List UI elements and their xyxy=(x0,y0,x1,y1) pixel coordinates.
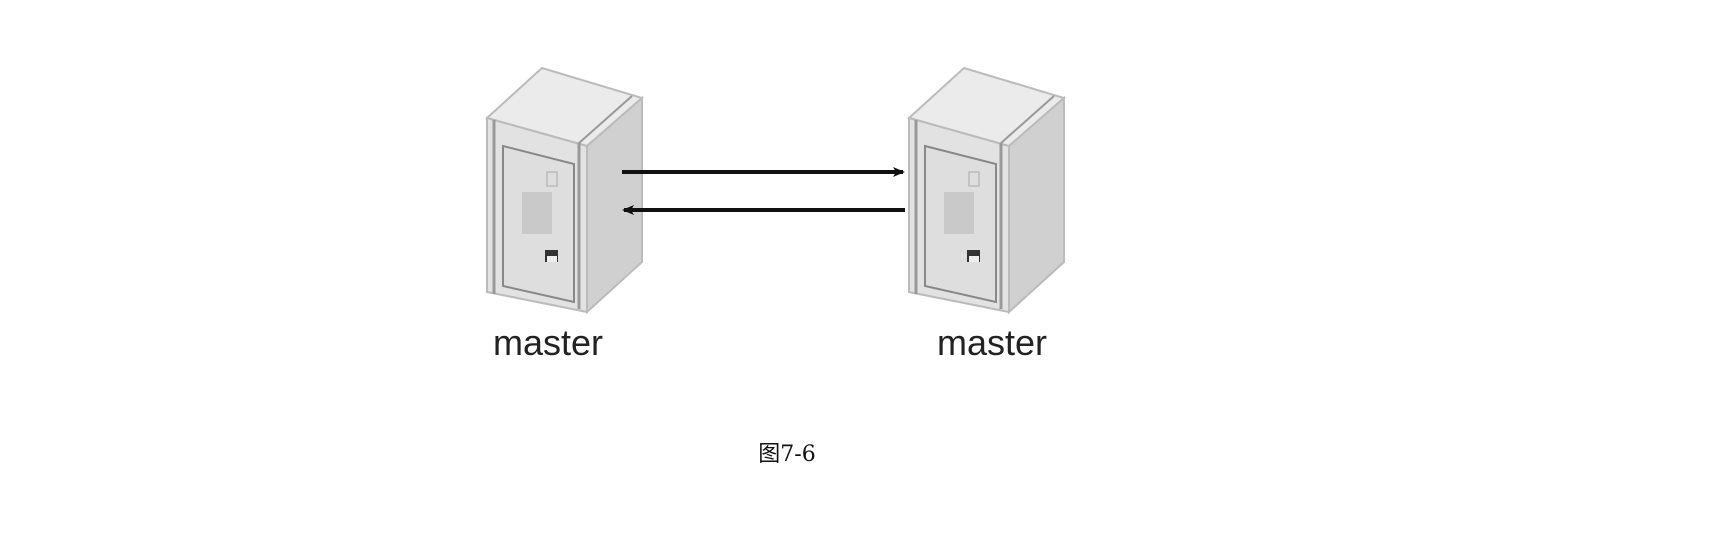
node-label: master xyxy=(492,322,604,363)
server-icon xyxy=(485,66,644,314)
figure-caption: 图7-6 xyxy=(758,442,816,467)
server-icon xyxy=(907,66,1066,314)
node-label: master xyxy=(936,322,1048,363)
